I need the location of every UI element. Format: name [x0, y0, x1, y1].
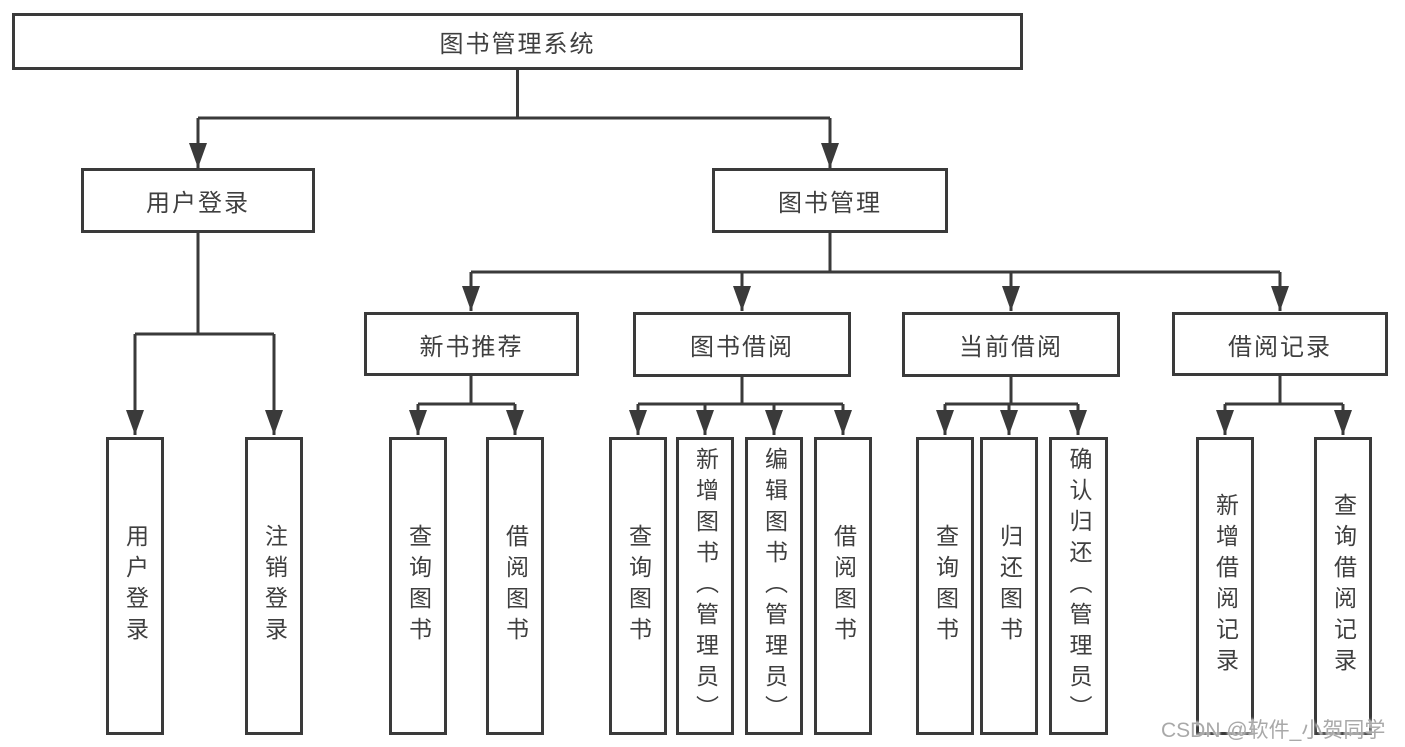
node-borrowing-records-label: 借阅记录	[1228, 333, 1332, 361]
leaf-query-borrow-record: 查询借阅记录	[1314, 437, 1372, 735]
connector-currentborrow-to-leaves	[936, 376, 1087, 435]
connector-newbooks-to-leaves	[409, 375, 524, 435]
node-root-label: 图书管理系统	[439, 31, 596, 58]
connector-root-to-level2	[189, 70, 839, 168]
node-user-login-label: 用户登录	[146, 190, 250, 217]
leaf-logout-label: 注销登录	[261, 524, 288, 648]
leaf-query-books-current: 查询图书	[916, 437, 974, 735]
node-book-management: 图书管理	[712, 168, 948, 233]
leaf-add-books-admin-label: 新增图书（管理员）	[692, 446, 719, 726]
leaf-user-login-label: 用户登录	[122, 524, 149, 648]
leaf-borrow-books-borrowing: 借阅图书	[814, 437, 872, 735]
leaf-query-books-recommend-label: 查询图书	[405, 524, 432, 648]
connector-records-to-leaves	[1216, 375, 1352, 435]
leaf-edit-books-admin: 编辑图书（管理员）	[745, 437, 803, 735]
node-root: 图书管理系统	[12, 13, 1023, 70]
node-new-book-recommendation-label: 新书推荐	[419, 333, 524, 361]
leaf-query-books-borrowing-label: 查询图书	[625, 524, 652, 648]
node-borrowing-records: 借阅记录	[1172, 312, 1388, 376]
watermark: CSDN @软件_小贺同学	[1161, 719, 1386, 742]
leaf-query-books-recommend: 查询图书	[389, 437, 447, 735]
leaf-borrow-books-borrowing-label: 借阅图书	[830, 524, 857, 648]
leaf-user-login: 用户登录	[106, 437, 164, 735]
connector-bookborrow-to-leaves	[629, 376, 852, 435]
leaf-confirm-return-admin: 确认归还（管理员）	[1049, 437, 1108, 735]
leaf-query-books-current-label: 查询图书	[932, 524, 959, 648]
node-book-borrowing: 图书借阅	[633, 312, 851, 377]
node-current-borrowing-label: 当前借阅	[959, 334, 1063, 361]
node-book-borrowing-label: 图书借阅	[690, 334, 794, 361]
leaf-borrow-books-recommend-label: 借阅图书	[502, 524, 529, 648]
node-user-login: 用户登录	[81, 168, 315, 233]
leaf-logout: 注销登录	[245, 437, 303, 735]
connector-userlogin-to-leaves	[126, 232, 283, 435]
leaf-return-books: 归还图书	[980, 437, 1038, 735]
leaf-confirm-return-admin-label: 确认归还（管理员）	[1066, 446, 1092, 726]
leaf-edit-books-admin-label: 编辑图书（管理员）	[761, 446, 788, 726]
node-book-management-label: 图书管理	[778, 190, 882, 217]
leaf-add-borrow-record-label: 新增借阅记录	[1212, 493, 1239, 679]
leaf-add-borrow-record: 新增借阅记录	[1196, 437, 1254, 735]
connector-bookmgmt-to-level3	[462, 232, 1289, 311]
leaf-query-borrow-record-label: 查询借阅记录	[1330, 493, 1357, 679]
node-new-book-recommendation: 新书推荐	[364, 312, 579, 376]
leaf-return-books-label: 归还图书	[996, 524, 1023, 648]
node-current-borrowing: 当前借阅	[902, 312, 1120, 377]
leaf-add-books-admin: 新增图书（管理员）	[676, 437, 734, 735]
leaf-borrow-books-recommend: 借阅图书	[486, 437, 544, 735]
leaf-query-books-borrowing: 查询图书	[609, 437, 667, 735]
